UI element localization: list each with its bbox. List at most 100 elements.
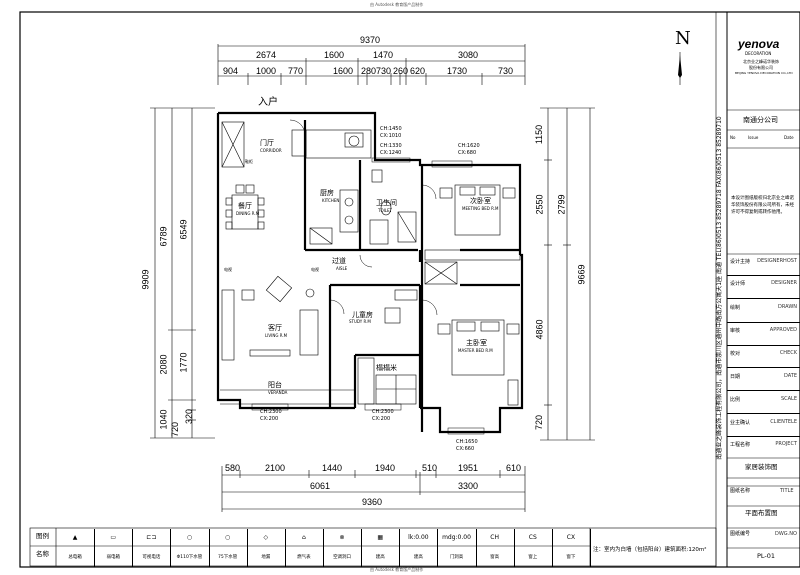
legend-item-name: 建高 bbox=[375, 555, 385, 560]
dim-bottom-mid-1: 6061 bbox=[310, 481, 331, 491]
dim-left-mid-1: 6789 bbox=[158, 226, 169, 247]
tb-row-7-value: SCALE bbox=[780, 396, 797, 402]
kitchen-fixtures bbox=[291, 129, 372, 245]
dim-right-inner-2: 2550 bbox=[534, 194, 545, 215]
legend-symbol: ⌂ bbox=[302, 534, 306, 541]
study-label-en: STUDY R.M bbox=[349, 319, 371, 324]
tb-row-5-label: 校对 bbox=[730, 351, 741, 357]
tb-row-1-label: 设计主持 bbox=[730, 259, 751, 265]
dim-bottom-small-4: 1940 bbox=[375, 463, 396, 473]
dim-bottom-small-7: 610 bbox=[506, 463, 522, 473]
legend-cell: ▲ 总电箱 bbox=[56, 529, 96, 567]
dining-table bbox=[225, 184, 265, 230]
footer-credit: 由 Autodesk 教育版产品制作 bbox=[370, 567, 424, 572]
legend-item-name: 空调洞口 bbox=[333, 555, 352, 560]
window-6-ch: CH:1650 bbox=[456, 439, 478, 445]
tb-row-8-value: CLIENTELE bbox=[770, 419, 797, 425]
living-label: 客厅 bbox=[268, 324, 282, 332]
dim-top-small-9: 1730 bbox=[447, 66, 468, 76]
dim-left-outer: 9909 bbox=[140, 269, 151, 290]
dim-left-inner-4: 320 bbox=[184, 408, 195, 425]
dim-bottom-small-1: 580 bbox=[225, 463, 241, 473]
legend-item-name: 窗高 bbox=[490, 555, 500, 560]
legend-symbol: ⊗ bbox=[339, 534, 345, 541]
top-dimension-lines bbox=[217, 44, 526, 85]
window-5-cx: CX:200 bbox=[372, 416, 391, 422]
window-4-ch: CH:2300 bbox=[260, 409, 282, 415]
balcony-label-en: VERANDA bbox=[268, 390, 288, 395]
drawing-name-value-label: TITLE bbox=[780, 488, 794, 494]
window-3-ch: CH:1620 bbox=[458, 143, 480, 149]
drawing-number-label: 图纸编号 bbox=[730, 531, 751, 537]
dim-top-small-1: 904 bbox=[223, 66, 239, 76]
toilet-label-en: TOILET bbox=[378, 208, 392, 213]
legend-name-label: 名称 bbox=[36, 550, 49, 558]
tb-row-4-value: APPROVED bbox=[769, 327, 797, 333]
legend-symbol: ⊏⊐ bbox=[146, 534, 157, 541]
dim-bottom-mid-2: 3300 bbox=[458, 481, 479, 491]
master-bedroom-label-en: MASTER BED R.M bbox=[458, 348, 493, 353]
window-3-cx: CX:680 bbox=[458, 150, 477, 156]
legend-cell: ▭弱电箱 bbox=[94, 529, 134, 567]
legend-item-name: 窗下 bbox=[566, 555, 576, 560]
legend-item-name: 弱电箱 bbox=[106, 555, 120, 560]
dim-top-small-5: 280 bbox=[361, 66, 377, 76]
legend-symbol: ▦ bbox=[377, 534, 384, 541]
walls bbox=[216, 111, 524, 434]
legend-symbol: ▲ bbox=[72, 534, 78, 541]
master-bed bbox=[424, 261, 520, 406]
dim-top-mid-3: 1470 bbox=[373, 50, 394, 60]
foyer-label: 门厅 bbox=[260, 139, 274, 147]
dim-right-inner-1: 1150 bbox=[534, 124, 545, 145]
sheet-border bbox=[19, 11, 800, 568]
company-name-cn2: 股份有限公司 bbox=[749, 65, 773, 70]
bed-2 bbox=[424, 184, 521, 261]
window-2-cx: CX:1240 bbox=[380, 150, 402, 156]
dim-bottom-small-3: 1440 bbox=[322, 463, 343, 473]
dim-bottom-small-2: 2100 bbox=[265, 463, 286, 473]
dim-bottom-total: 9360 bbox=[362, 497, 383, 507]
dim-left-mid-3: 1040 bbox=[158, 409, 169, 430]
no-label: No bbox=[730, 135, 736, 140]
window-markers bbox=[251, 157, 485, 435]
dining-label: 餐厅 bbox=[238, 202, 252, 210]
north-arrow-icon bbox=[678, 52, 682, 85]
balcony-lines bbox=[220, 121, 355, 405]
legend-item-name: 燃气表 bbox=[297, 555, 311, 560]
legend-cell: ○75下水管 bbox=[209, 529, 248, 567]
legend-item-name: Φ110下水管 bbox=[176, 555, 203, 560]
legend-cell: ◇地漏 bbox=[247, 529, 286, 567]
dim-bottom-small-6: 1951 bbox=[458, 463, 479, 473]
tb-row-6-label: 日期 bbox=[730, 374, 741, 380]
dining-label-en: DINING R.M bbox=[236, 211, 260, 216]
legend-title: 图例 bbox=[36, 532, 49, 540]
tb-row-1-value: DESIGNERHOST bbox=[757, 258, 797, 264]
tv-label-2: 电视 bbox=[311, 267, 319, 272]
legend-item-name: 可视电话 bbox=[142, 555, 161, 560]
legend-item-name: 门洞高 bbox=[449, 555, 464, 560]
window-1-cx: CX:1010 bbox=[380, 133, 402, 139]
balcony-label: 阳台 bbox=[268, 381, 282, 389]
tb-row-5-value: CHECK bbox=[779, 350, 797, 356]
tb-row-4-label: 审核 bbox=[730, 328, 741, 334]
study-furniture bbox=[357, 289, 418, 405]
date-label: Date bbox=[784, 135, 794, 140]
tatami-label: 榻榻米 bbox=[376, 364, 397, 372]
door-arcs bbox=[289, 119, 438, 316]
legend-cell: ▦ 建高 bbox=[361, 529, 401, 567]
tv-label-1: 电视 bbox=[224, 267, 232, 272]
legend-item-name: 建高 bbox=[413, 555, 423, 560]
legend-symbol: ○ bbox=[225, 534, 231, 541]
legend-symbol: lk:0.00 bbox=[408, 534, 429, 541]
legend-item-name: 总电箱 bbox=[68, 555, 82, 560]
tb-row-6-value: DATE bbox=[783, 373, 797, 379]
tb-row-2-value: DESIGNER bbox=[771, 280, 797, 286]
company-vertical-text: 南通业之峰装饰工程有限公司，南通市崇川区通州中路南方公寓天1座 南通 TEL(8… bbox=[716, 116, 723, 460]
foyer-label-en: CORRIDOR bbox=[260, 148, 282, 153]
dim-bottom-small-5: 510 bbox=[422, 463, 438, 473]
company-logo: yenova bbox=[738, 37, 780, 51]
window-6-cx: CX:660 bbox=[456, 446, 475, 452]
kitchen-label: 厨房 bbox=[320, 189, 334, 197]
